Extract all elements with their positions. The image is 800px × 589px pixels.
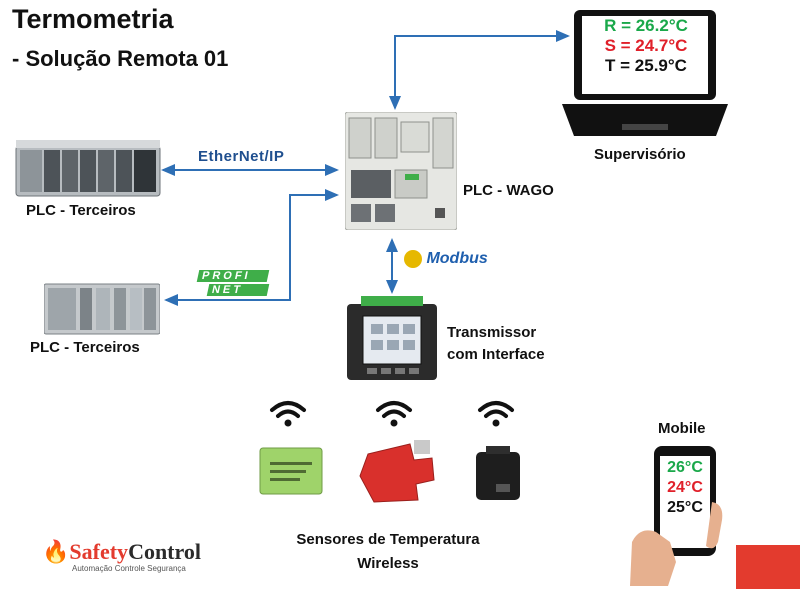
page-title: Termometria <box>12 4 174 34</box>
label-transmissor-line1: Transmissor <box>447 324 537 341</box>
mobile-screen: 26°C 24°C 25°C <box>660 458 710 518</box>
red-corner-block <box>736 545 800 589</box>
logo-tagline: Automação Controle Segurança <box>72 564 186 573</box>
mobile-reading-2: 24°C <box>667 479 703 496</box>
wifi-icon <box>478 401 514 427</box>
arrow-wago-supervisorio <box>389 30 570 110</box>
profinet-logo-top: PROFI <box>196 270 270 282</box>
plc-terceiros-bottom-image <box>44 283 160 335</box>
logo-name-part1: Safety <box>69 539 129 564</box>
label-plc-terceiros-top: PLC - Terceiros <box>26 202 136 219</box>
arrow-profinet <box>164 189 339 306</box>
sensor-green-image <box>259 447 323 495</box>
label-transmissor-line2: com Interface <box>447 346 545 363</box>
mobile-reading-1: 26°C <box>667 459 703 476</box>
modbus-logo: Modbus <box>404 250 488 268</box>
label-plc-wago: PLC - WAGO <box>463 182 554 199</box>
page-subtitle: - Solução Remota 01 <box>12 46 229 71</box>
plc-terceiros-top-image <box>15 140 161 197</box>
ethernet-ip-logo: EtherNet/IP <box>198 148 285 165</box>
logo-flame-icon: 🔥 <box>42 539 70 564</box>
wifi-icon <box>270 401 306 427</box>
profinet-logo: PROFI NET <box>196 270 270 296</box>
label-supervisorio: Supervisório <box>594 146 686 163</box>
safety-control-logo: 🔥SafetyControl Automação Controle Segura… <box>42 539 201 574</box>
transmissor-image <box>347 296 437 380</box>
modbus-gear-icon <box>404 250 422 268</box>
supervisorio-reading-s: S = 24.7°C <box>604 36 688 55</box>
laptop-image <box>562 10 728 136</box>
mobile-reading-3: 25°C <box>667 499 703 516</box>
sensor-red-image <box>359 440 435 503</box>
wifi-icon <box>376 401 412 427</box>
label-sensores-line2: Wireless <box>357 555 419 572</box>
label-sensores-line1: Sensores de Temperatura <box>296 531 480 548</box>
plc-wago-image <box>345 112 457 230</box>
label-sensores: Sensores de Temperatura Wireless <box>268 528 508 576</box>
profinet-logo-bottom: NET <box>206 284 270 296</box>
supervisorio-reading-r: R = 26.2°C <box>604 16 688 35</box>
mobile-phone-image <box>630 446 723 586</box>
label-plc-terceiros-bottom: PLC - Terceiros <box>30 339 140 356</box>
label-mobile: Mobile <box>658 420 706 437</box>
modbus-logo-text: Modbus <box>426 250 488 267</box>
logo-name-part2: Control <box>128 539 201 564</box>
supervisorio-reading-t: T = 25.9°C <box>605 56 687 75</box>
supervisorio-screen: R = 26.2°C S = 24.7°C T = 25.9°C <box>584 16 708 76</box>
label-transmissor: Transmissor com Interface <box>447 322 545 366</box>
sensor-black-image <box>476 446 520 500</box>
